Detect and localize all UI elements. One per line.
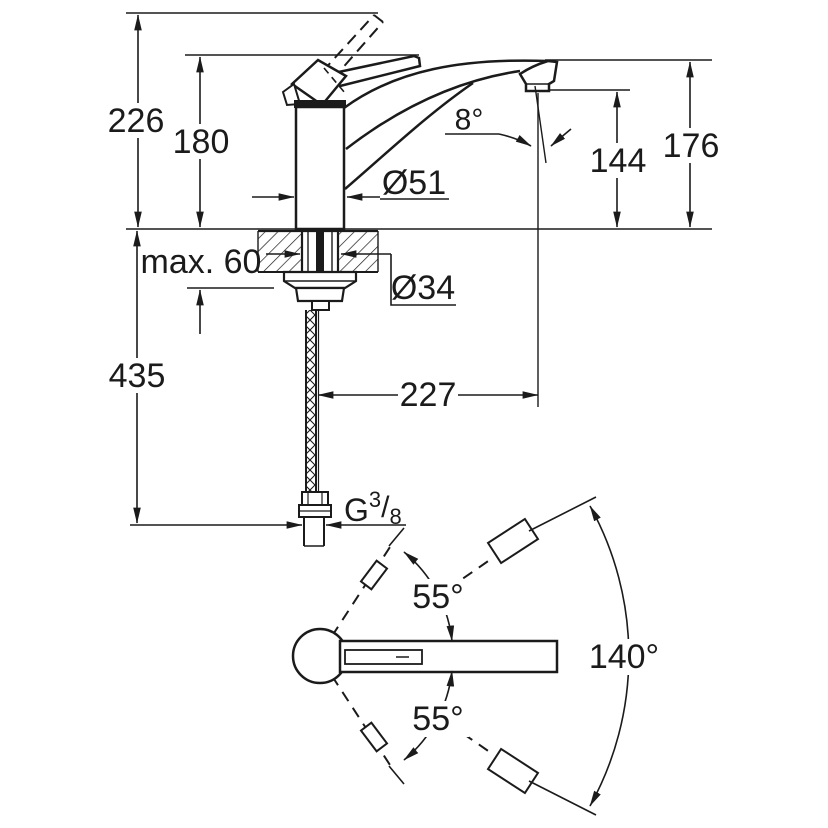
stream-lines	[534, 85, 547, 407]
flex-hose	[298, 310, 332, 547]
faucet	[281, 14, 559, 231]
label-bg	[407, 579, 469, 615]
threaded-rod	[316, 229, 324, 272]
label-bg	[662, 128, 720, 163]
swivel-arm-caps	[359, 517, 540, 795]
lever-raised-dashed	[321, 14, 384, 81]
dia-34-label: Ø34	[391, 269, 455, 307]
max-60-label: max. 60	[141, 243, 262, 281]
angle8-left-arc	[498, 133, 532, 147]
hose-braid	[306, 310, 316, 492]
thread-slash: /	[381, 491, 390, 524]
arm-55-upper	[331, 546, 391, 637]
hose-connector	[311, 300, 330, 311]
label-bg	[589, 143, 647, 178]
slab-hatch-right	[339, 231, 378, 272]
mounting-nut	[294, 286, 346, 303]
cap-55-upper	[359, 559, 389, 591]
thread-g: G	[344, 492, 369, 528]
handle-pivot-dashed	[323, 67, 346, 94]
slab-hatch-left	[258, 231, 301, 272]
label-bg	[398, 377, 458, 413]
cap-140-lower	[486, 747, 540, 795]
angle-8-label: 8°	[455, 104, 484, 137]
top-view: 55° 55° 140°	[291, 496, 661, 816]
label-bg	[407, 701, 469, 737]
lever-raised-bottom-line	[331, 21, 384, 81]
arm-140-lower	[431, 711, 495, 756]
dia-51-label: Ø51	[382, 164, 446, 202]
top-view-labels: 55° 55° 140°	[407, 578, 661, 738]
dim-176-label: 176	[663, 127, 720, 165]
reference-lines	[126, 12, 712, 289]
angle8-right-arc	[550, 128, 572, 147]
lever-raised-top-line	[321, 14, 375, 73]
mounting-hardware	[282, 229, 358, 311]
dim-226-label: 226	[108, 102, 165, 140]
arm-55-lower	[331, 675, 391, 766]
label-bg	[172, 124, 230, 159]
boundary-140-upper	[528, 496, 597, 532]
dim-227-label: 227	[400, 376, 457, 414]
top-view-faucet	[291, 627, 559, 685]
handle-dome	[290, 58, 348, 107]
arm-140-upper	[431, 556, 495, 601]
swivel-total-label: 140°	[589, 638, 659, 676]
cartridge-collar	[294, 100, 346, 108]
dim-o34-leader	[390, 254, 456, 306]
lever-top-view	[344, 649, 423, 665]
swivel-boundary-lines	[388, 496, 597, 816]
spout-lower-curve	[344, 81, 474, 190]
faucet-body	[294, 105, 346, 231]
lever-raised-tip	[373, 14, 384, 23]
cap-55-lower	[359, 721, 389, 753]
swivel-arms	[331, 546, 495, 766]
label-bg	[107, 103, 165, 138]
swivel-upper-label: 55°	[412, 578, 463, 616]
stream-angled-line	[534, 85, 547, 164]
label-bg	[587, 639, 661, 675]
swivel-lower-label: 55°	[412, 700, 463, 738]
spout-top-curve	[343, 59, 549, 110]
mounting-flange	[282, 270, 358, 290]
side-view-labels: 226 180 max. 60 435 Ø51 Ø34 8° 144 176 2…	[107, 102, 720, 529]
cap-140-upper	[486, 517, 540, 565]
dim-180-label: 180	[173, 123, 230, 161]
side-view: 226 180 max. 60 435 Ø51 Ø34 8° 144 176 2…	[107, 12, 720, 547]
ext-55-lower	[388, 765, 405, 785]
ext-55-upper	[388, 527, 405, 547]
dim-144-label: 144	[590, 142, 647, 180]
hose-fitting-top	[301, 491, 329, 506]
dim-435-label: 435	[109, 357, 166, 395]
thread-numerator: 3	[369, 487, 381, 512]
label-bg	[108, 358, 166, 393]
thread-denominator: 8	[389, 504, 401, 529]
boundary-140-lower	[528, 780, 597, 816]
thread-g38-label: G3/8	[344, 487, 402, 529]
spout-mid-curve	[345, 69, 521, 150]
